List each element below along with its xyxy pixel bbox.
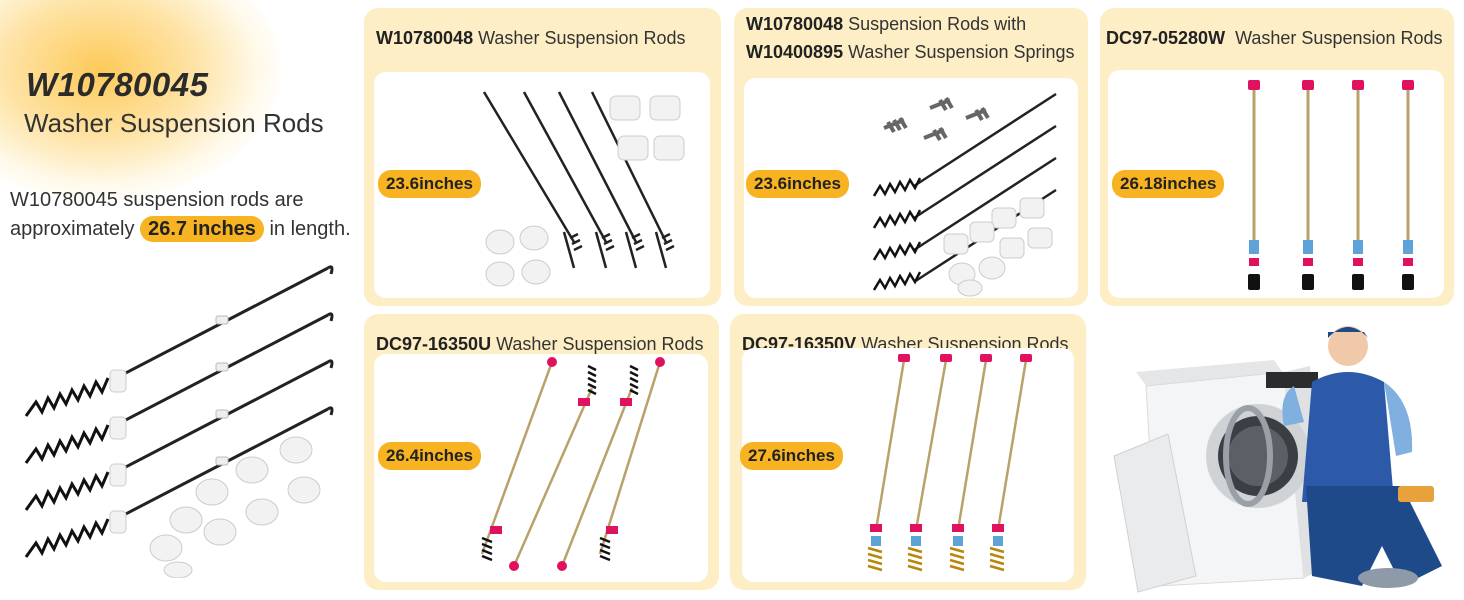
desc-line2-post: in length. (269, 218, 351, 240)
hero-title: W10780045 (26, 66, 209, 103)
rods-image (480, 357, 665, 571)
card-image-panel (742, 348, 1074, 582)
length-badge: 26.18inches (1112, 170, 1225, 198)
hero-rods-image (24, 265, 334, 578)
rods-springs-image (872, 92, 1057, 297)
length-badge: 23.6inches (378, 170, 481, 198)
hero-subtitle: Washer Suspension Rods (24, 108, 324, 138)
rods-image (482, 91, 685, 287)
card-image-panel (374, 72, 710, 298)
card-dc97-16350u: DC97-16350U Washer Suspension Rods (364, 314, 719, 590)
length-badge: 26.4inches (378, 442, 481, 470)
technician-washer-photo (1113, 326, 1442, 593)
rods-image (867, 354, 1032, 572)
length-badge-hero: 26.7 inches (140, 216, 264, 242)
card-w10780048: W10780048 Washer Suspension Rods (364, 8, 721, 306)
length-badge: 27.6inches (740, 442, 843, 470)
hero-description: W10780045 suspension rods are approximat… (10, 186, 366, 244)
card-title: DC97-05280W Washer Suspension Rods (1106, 28, 1443, 48)
desc-line1: W10780045 suspension rods are (10, 189, 304, 211)
card-title: W10780048 Washer Suspension Rods (376, 28, 686, 48)
length-badge: 23.6inches (746, 170, 849, 198)
rods-image (1248, 80, 1414, 290)
desc-line2-pre: approximately (10, 218, 135, 240)
card-dc97-05280w: DC97-05280W Washer Suspension Rods (1100, 8, 1454, 306)
card-title: DC97-16350U Washer Suspension Rods (376, 334, 704, 354)
card-dc97-16350v: DC97-16350V Washer Suspension Rods (730, 314, 1086, 590)
